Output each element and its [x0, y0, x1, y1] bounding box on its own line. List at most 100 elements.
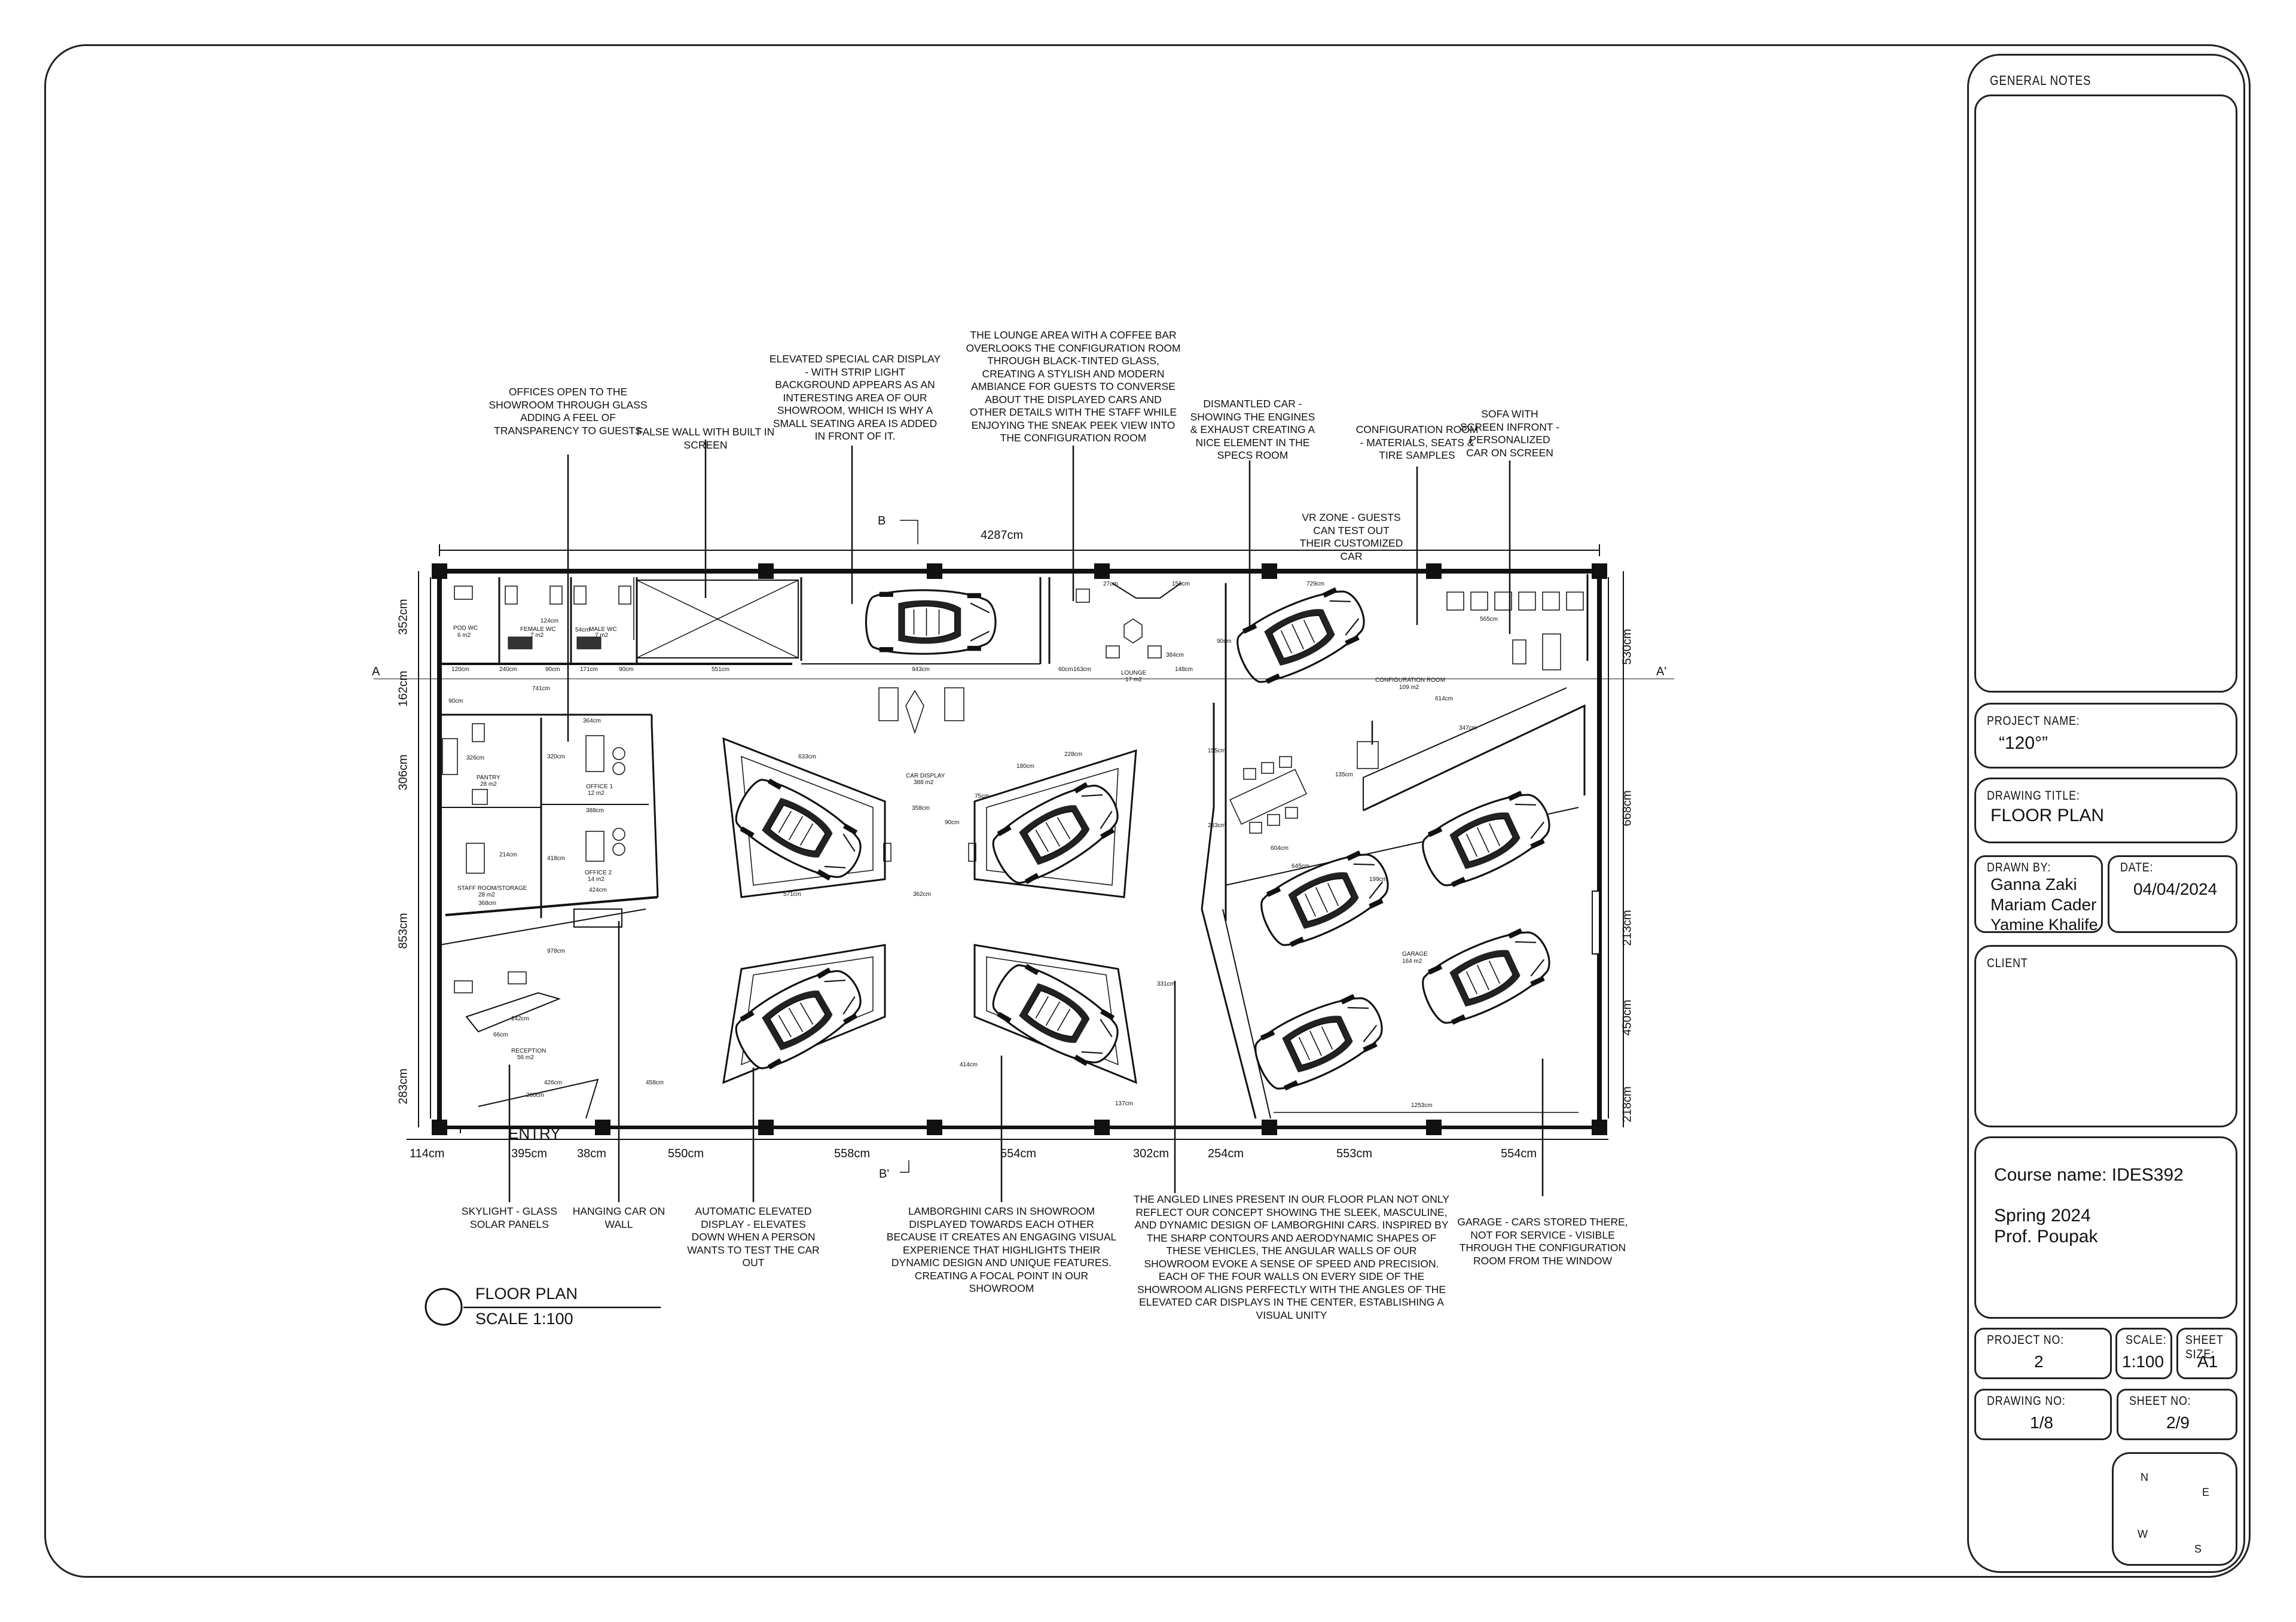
- dim-bottom-1: 114cm: [410, 1147, 445, 1160]
- sheet-border: [44, 44, 2251, 1578]
- room-storage: STAFF ROOM/STORAGE: [457, 885, 527, 892]
- plan-title: FLOOR PLAN: [475, 1285, 578, 1303]
- dim-bottom-5: 558cm: [834, 1147, 871, 1160]
- dim-misc-36: 418cm: [547, 855, 566, 862]
- dim-misc-11: 426cm: [544, 1080, 563, 1086]
- scale-value: 1:100: [2122, 1352, 2164, 1371]
- dim-int-7: 943cm: [912, 666, 930, 673]
- date-value: 04/04/2024: [2133, 880, 2218, 898]
- room-male-wc-area: 7 m2: [595, 632, 609, 639]
- note-special-display: ELEVATED SPECIAL CAR DISPLAY - WITH STRI…: [769, 353, 941, 442]
- dim-misc-16: 633cm: [798, 754, 817, 760]
- note-elevated-display: AUTOMATIC ELEVATED DISPLAY - ELEVATES DO…: [687, 1205, 820, 1269]
- scale-label: SCALE:: [2126, 1333, 2167, 1347]
- dim-left-5: 283cm: [396, 1068, 410, 1105]
- dim-misc-20: 729cm: [1306, 581, 1325, 587]
- dim-int-2: 240cm: [499, 666, 518, 673]
- client-label: CLIENT: [1987, 956, 2028, 970]
- dim-misc-4: 388cm: [586, 807, 604, 814]
- dim-int-3: 90cm: [545, 666, 560, 673]
- note-vr-zone: VR ZONE - GUESTS CAN TEST OUT THEIR CUST…: [1299, 511, 1403, 562]
- dim-misc-12: 200cm: [526, 1092, 545, 1099]
- dim-int-9: 163cm: [1073, 666, 1092, 673]
- dim-misc-18: 180cm: [1016, 763, 1035, 770]
- dim-misc-8: 978cm: [547, 948, 566, 955]
- dim-misc-17: 571cm: [783, 891, 802, 898]
- project-no-label: PROJECT NO:: [1987, 1333, 2065, 1347]
- room-pantry-area: 28 m2: [480, 781, 497, 788]
- dim-misc-40: 199cm: [1369, 876, 1388, 883]
- dim-misc-42: 75cm: [975, 793, 990, 800]
- project-no-box: PROJECT NO: 2: [1974, 1328, 2112, 1379]
- dim-misc-19: 228cm: [1064, 751, 1083, 758]
- sheet-size-label: SHEET SIZE:: [2185, 1333, 2224, 1361]
- dim-misc-28: 137cm: [1115, 1100, 1134, 1107]
- drawing-title-value: FLOOR PLAN: [1990, 806, 2105, 825]
- sheet-size-box: SHEET SIZE: A1: [2176, 1328, 2237, 1379]
- note-garage: GARAGE - CARS STORED THERE, NOT FOR SERV…: [1457, 1216, 1628, 1267]
- dim-misc-15: 362cm: [913, 891, 932, 898]
- sheet-no-box: SHEET NO: 2/9: [2117, 1389, 2237, 1440]
- section-a-prime: A': [1656, 665, 1667, 678]
- dim-int-10: 148cm: [1175, 666, 1193, 673]
- project-name-value: “120°”: [1999, 733, 2048, 753]
- course-name: Course name: IDES392: [1994, 1165, 2184, 1185]
- dim-bottom-7: 302cm: [1133, 1147, 1170, 1160]
- dim-misc-9: 242cm: [511, 1016, 530, 1022]
- drawn-by-label: DRAWN BY:: [1987, 861, 2051, 874]
- dim-misc-34: 326cm: [466, 755, 485, 761]
- plan-scale: SCALE 1:100: [475, 1310, 573, 1328]
- dim-right-2: 668cm: [1620, 790, 1634, 827]
- dim-misc-32: 124cm: [541, 618, 559, 624]
- room-car-display-area: 388 m2: [914, 779, 934, 786]
- compass-w: W: [2138, 1528, 2148, 1540]
- scale-box: SCALE: 1:100: [2115, 1328, 2172, 1379]
- dim-misc-37: 384cm: [1166, 652, 1184, 658]
- drawn-by-2: Mariam Cader: [1990, 895, 2097, 914]
- dim-int-5: 90cm: [619, 666, 634, 673]
- note-lounge: THE LOUNGE AREA WITH A COFFEE BAR OVERLO…: [966, 329, 1181, 444]
- dim-misc-21: 565cm: [1480, 616, 1498, 623]
- dim-int-1: 120cm: [451, 666, 470, 673]
- drawing-title-label: DRAWING TITLE:: [1987, 789, 2080, 803]
- room-reception: RECEPTION: [511, 1048, 546, 1054]
- compass-icon: [2158, 1510, 2194, 1546]
- client-box: CLIENT: [1974, 945, 2237, 1127]
- dim-misc-14: 358cm: [912, 805, 930, 812]
- note-angled-lines: THE ANGLED LINES PRESENT IN OUR FLOOR PL…: [1133, 1193, 1450, 1321]
- sheet-size-value: A1: [2197, 1352, 2218, 1371]
- dim-misc-39: 135cm: [1335, 772, 1354, 778]
- dim-misc-13: 458cm: [646, 1080, 664, 1086]
- drawing-title-box: DRAWING TITLE: FLOOR PLAN: [1974, 778, 2237, 843]
- room-car-display: CAR DISPLAY: [906, 773, 945, 779]
- room-reception-area: 56 m2: [517, 1054, 534, 1061]
- dim-misc-44: 347cm: [1459, 725, 1477, 731]
- dim-int-4: 171cm: [580, 666, 599, 673]
- dim-bottom-2: 395cm: [511, 1147, 548, 1160]
- room-garage-area: 164 m2: [1402, 958, 1422, 965]
- project-no-value: 2: [2034, 1352, 2044, 1371]
- room-entry: ENTRY: [508, 1124, 561, 1142]
- room-female-wc: FEMALE WC: [520, 626, 556, 633]
- dim-misc-1: 741cm: [532, 685, 551, 692]
- dim-bottom-9: 553cm: [1336, 1147, 1373, 1160]
- dim-misc-23: 604cm: [1271, 845, 1289, 852]
- dim-left-2: 162cm: [396, 670, 410, 707]
- date-box: DATE: 04/04/2024: [2108, 855, 2237, 933]
- dim-misc-6: 368cm: [478, 900, 497, 907]
- dim-misc-10: 66cm: [493, 1032, 508, 1038]
- sheet-no-label: SHEET NO:: [2129, 1394, 2191, 1408]
- dim-right-3: 213cm: [1620, 910, 1634, 946]
- dim-misc-29: 150cm: [1172, 581, 1190, 587]
- dim-overall: 4287cm: [981, 529, 1024, 542]
- dim-misc-38: 155cm: [1208, 748, 1226, 754]
- dim-right-1: 530cm: [1620, 629, 1634, 665]
- dim-misc-43: 90cm: [945, 819, 960, 826]
- section-b-prime: B': [879, 1167, 890, 1181]
- room-configuration-area: 109 m2: [1399, 684, 1419, 691]
- dim-left-3: 306cm: [396, 754, 410, 791]
- dim-misc-3: 364cm: [583, 718, 602, 724]
- dim-misc-30: 27cm: [1103, 581, 1118, 587]
- room-lounge-area: 17 m2: [1125, 676, 1142, 683]
- dim-right-5: 218cm: [1620, 1086, 1634, 1123]
